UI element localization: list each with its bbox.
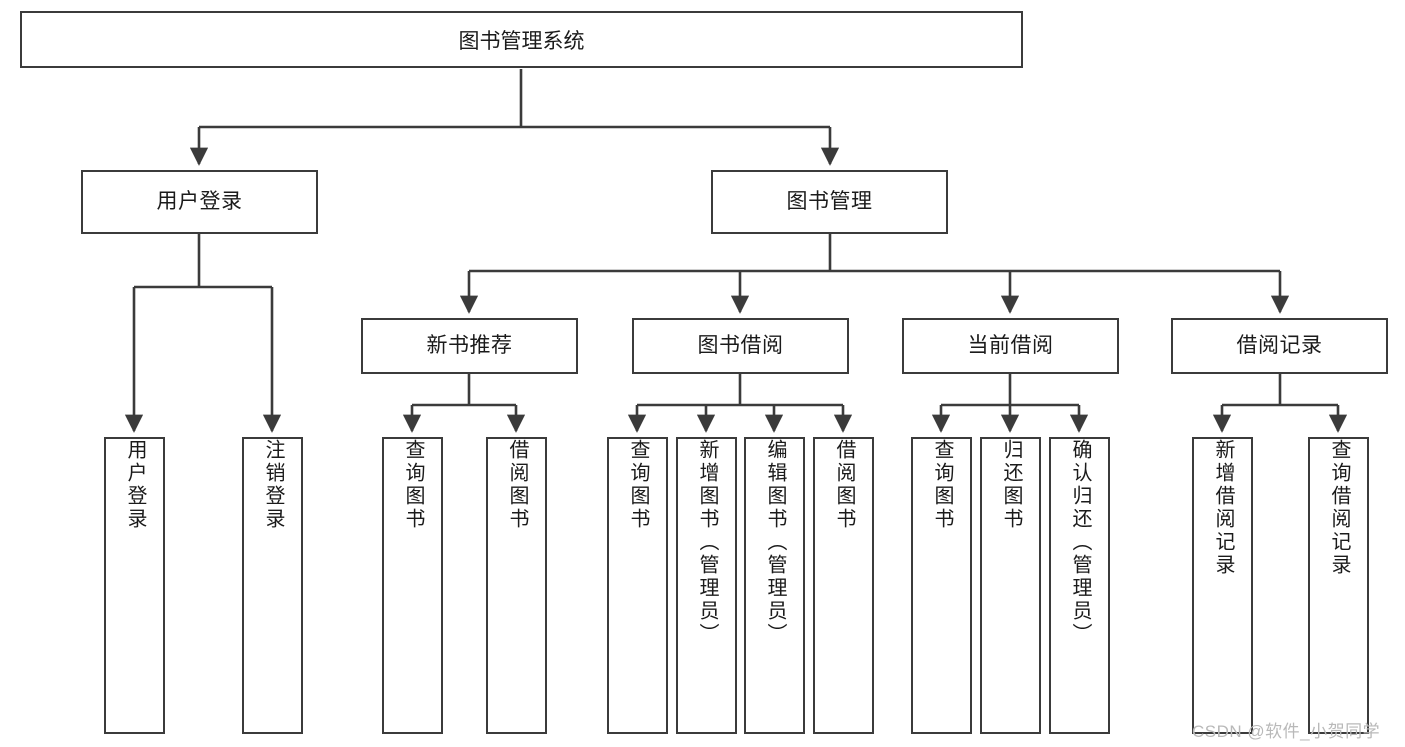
node-label: 查询借阅记录: [1328, 439, 1350, 577]
node-new-book-recommend[interactable]: 新书推荐: [361, 318, 578, 374]
leaf-bookborrow-borrow[interactable]: 借阅图书: [813, 437, 874, 734]
node-label: 借阅记录: [1236, 334, 1323, 358]
node-book-borrow[interactable]: 图书借阅: [632, 318, 849, 374]
node-root-system[interactable]: 图书管理系统: [20, 11, 1023, 68]
node-label: 图书管理: [786, 190, 873, 214]
leaf-record-query[interactable]: 查询借阅记录: [1308, 437, 1369, 734]
node-label: 新增借阅记录: [1212, 439, 1234, 577]
leaf-newbook-borrow[interactable]: 借阅图书: [486, 437, 547, 734]
node-book-manage[interactable]: 图书管理: [711, 170, 948, 234]
node-label: 查询图书: [402, 439, 424, 531]
node-label: 借阅图书: [833, 439, 855, 531]
node-label: 借阅图书: [506, 439, 528, 531]
node-label: 用户登录: [124, 439, 146, 531]
node-borrow-record[interactable]: 借阅记录: [1171, 318, 1388, 374]
node-label: 图书借阅: [697, 334, 784, 358]
leaf-current-return[interactable]: 归还图书: [980, 437, 1041, 734]
node-label: 当前借阅: [967, 334, 1054, 358]
node-label: 编辑图书（管理员）: [764, 439, 786, 646]
leaf-current-query[interactable]: 查询图书: [911, 437, 972, 734]
leaf-bookborrow-add[interactable]: 新增图书（管理员）: [676, 437, 737, 734]
csdn-watermark: CSDN @软件_小贺同学: [1192, 722, 1381, 741]
node-label: 图书管理系统: [458, 29, 585, 53]
node-label: 确认归还（管理员）: [1069, 439, 1091, 646]
leaf-record-add[interactable]: 新增借阅记录: [1192, 437, 1253, 734]
node-label: 注销登录: [262, 439, 284, 531]
node-label: 新增图书（管理员）: [696, 439, 718, 646]
leaf-user-login-logout[interactable]: 注销登录: [242, 437, 303, 734]
leaf-newbook-query[interactable]: 查询图书: [382, 437, 443, 734]
node-user-login[interactable]: 用户登录: [81, 170, 318, 234]
node-label: 用户登录: [156, 190, 243, 214]
node-label: 查询图书: [627, 439, 649, 531]
leaf-bookborrow-query[interactable]: 查询图书: [607, 437, 668, 734]
node-current-borrow[interactable]: 当前借阅: [902, 318, 1119, 374]
node-label: 归还图书: [1000, 439, 1022, 531]
leaf-bookborrow-edit[interactable]: 编辑图书（管理员）: [744, 437, 805, 734]
node-label: 查询图书: [931, 439, 953, 531]
leaf-user-login-login[interactable]: 用户登录: [104, 437, 165, 734]
leaf-current-confirm-return[interactable]: 确认归还（管理员）: [1049, 437, 1110, 734]
node-label: 新书推荐: [426, 334, 513, 358]
